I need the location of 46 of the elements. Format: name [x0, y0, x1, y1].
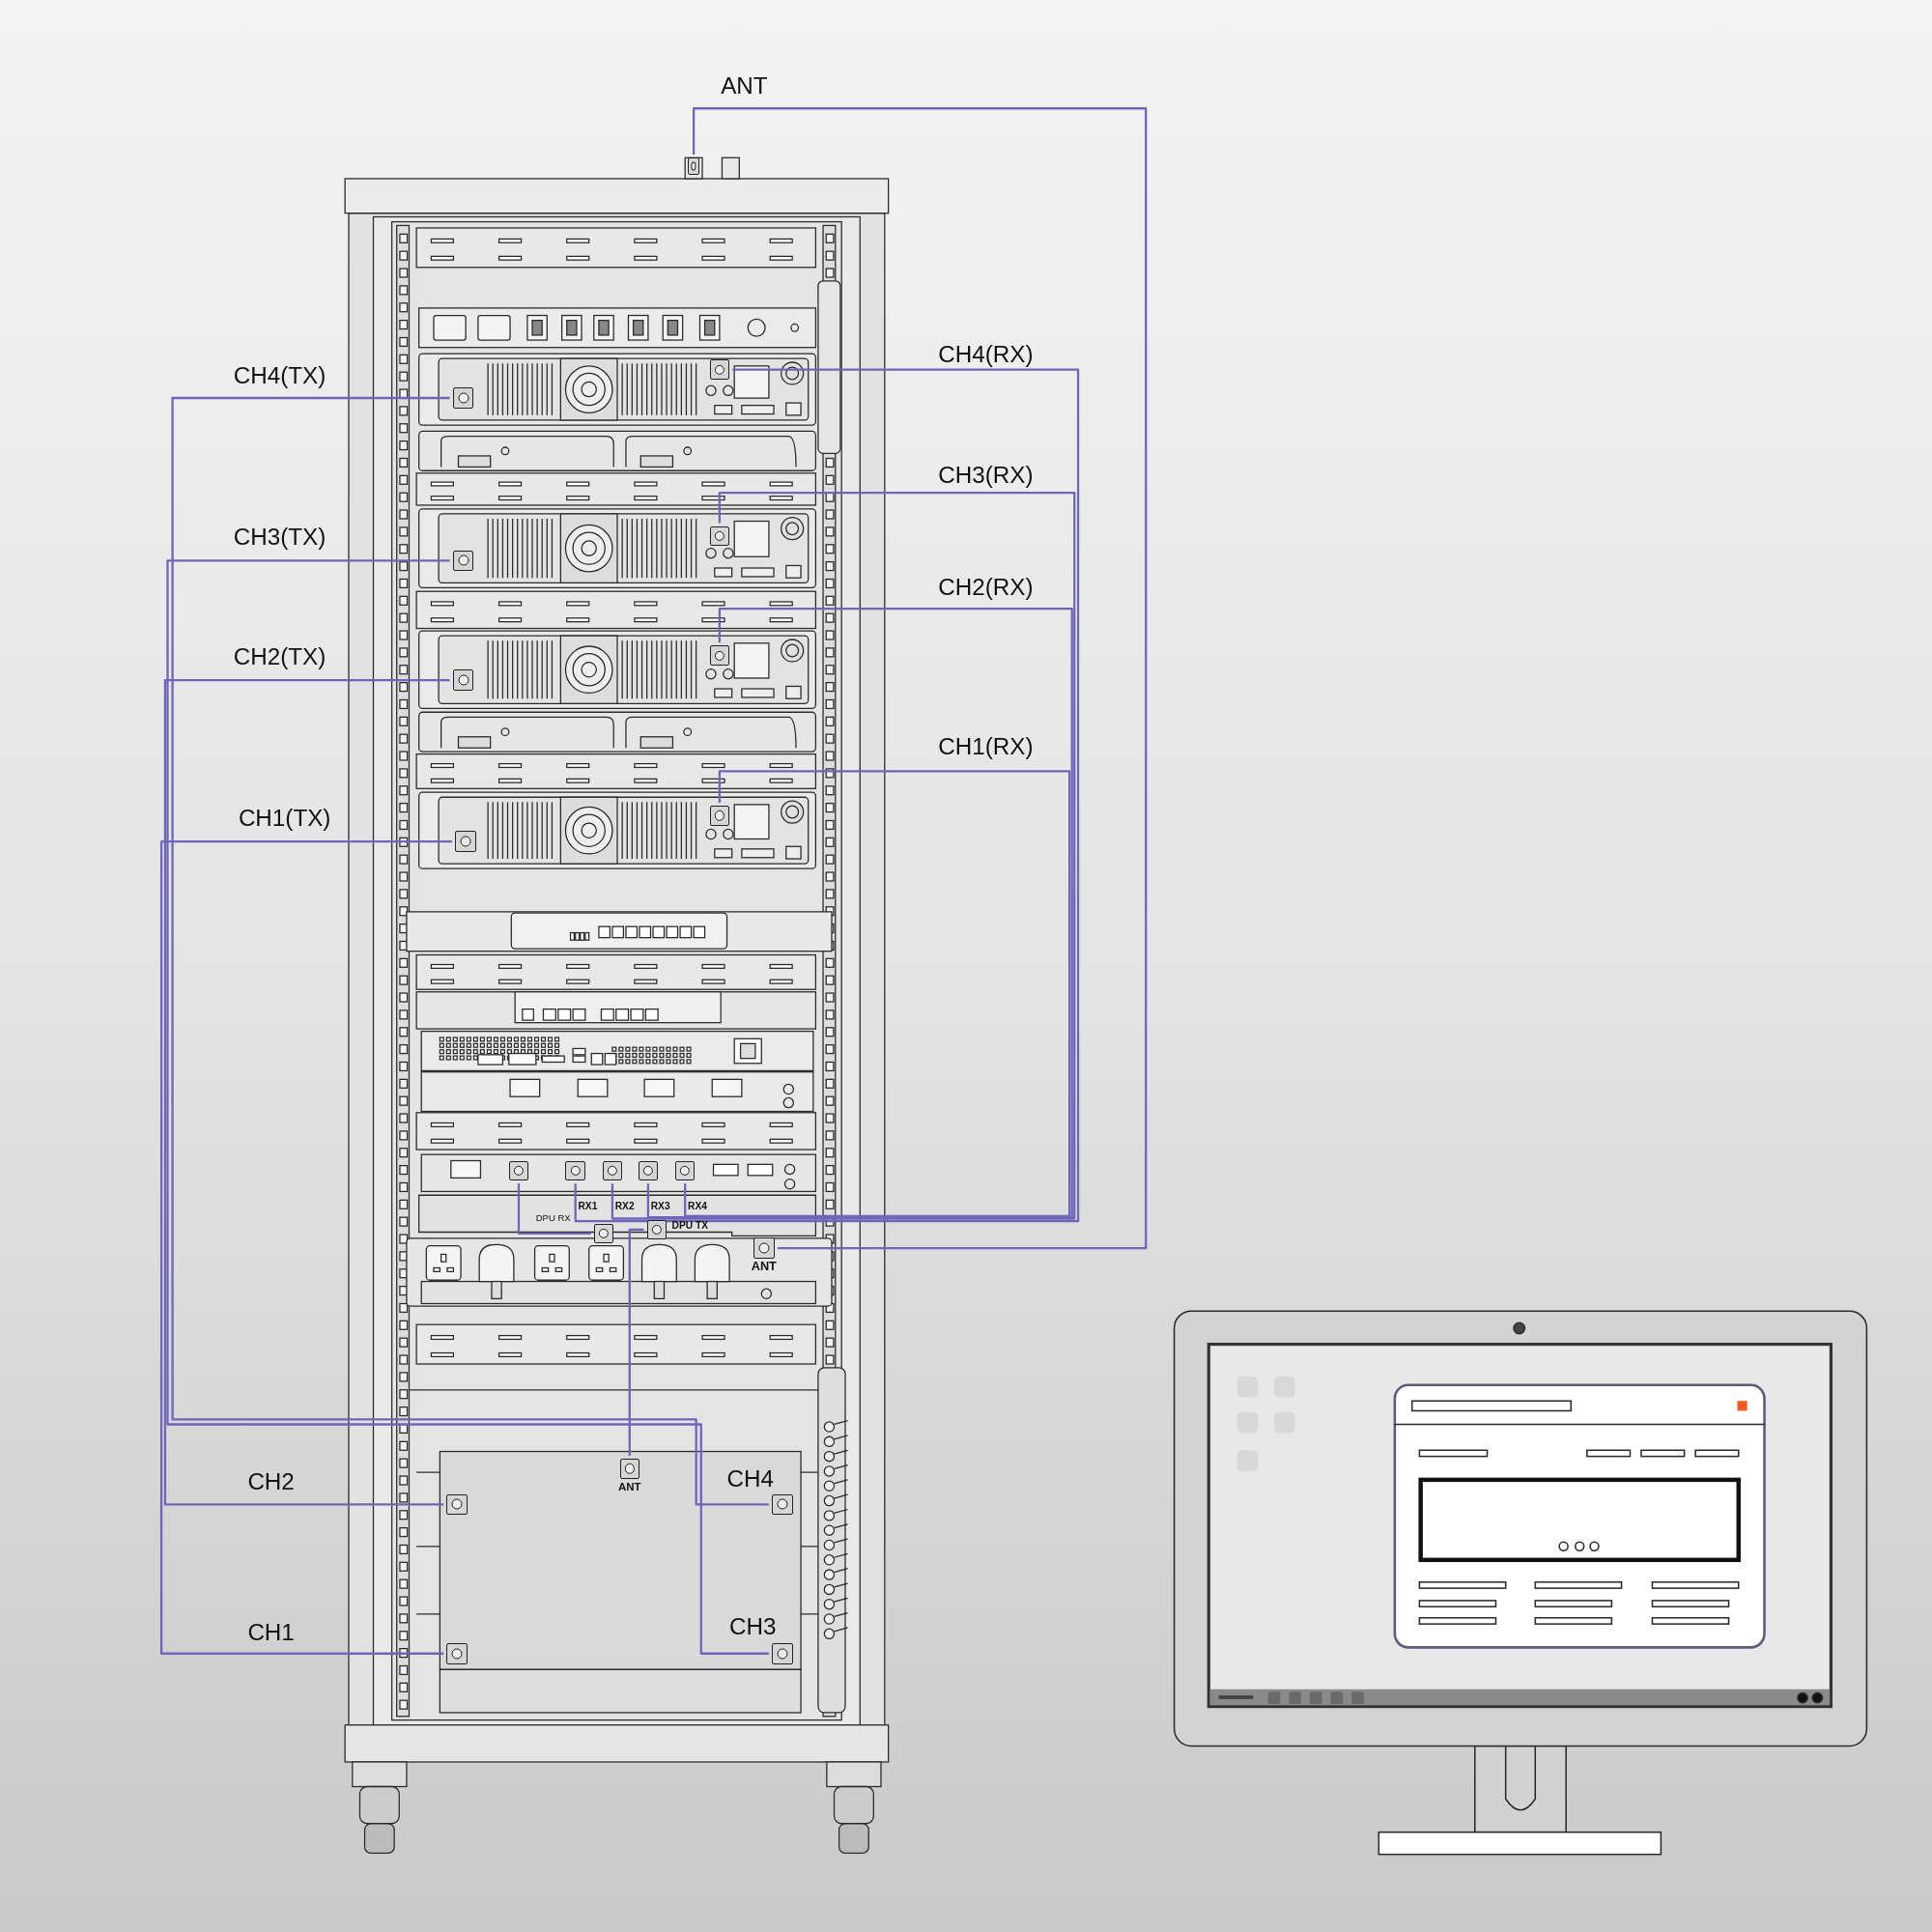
- channel-label: CH2: [247, 1470, 295, 1494]
- cable-line: [574, 368, 1080, 1223]
- channel-label: CH3(TX): [233, 526, 327, 550]
- cable-line: [646, 607, 1073, 1219]
- cable-line: [692, 107, 1148, 1250]
- cable-line: [159, 840, 453, 1655]
- cable-line: [611, 492, 1076, 1220]
- port-label: RX3: [650, 1201, 670, 1211]
- connector-port: [455, 831, 476, 852]
- cable-line: [628, 1228, 644, 1456]
- connector-port: [709, 359, 730, 380]
- connector-port: [452, 387, 474, 409]
- connector-port: [565, 1160, 585, 1180]
- channel-label: CH4(RX): [938, 343, 1034, 367]
- channel-label: CH1: [247, 1620, 295, 1645]
- cable-line: [163, 678, 450, 1506]
- connector-port: [772, 1493, 793, 1516]
- channel-label: CH4(TX): [233, 363, 327, 388]
- connector-port: [446, 1493, 469, 1516]
- connector-port: [772, 1642, 793, 1664]
- connector-port: [709, 645, 730, 666]
- cable-line: [684, 770, 1071, 1218]
- channel-label: CH1(RX): [938, 734, 1034, 759]
- connector-port: [619, 1459, 639, 1479]
- cable-line: [171, 396, 769, 1506]
- port-label: RX1: [578, 1201, 598, 1211]
- connector-port: [709, 806, 730, 826]
- port-label: RX4: [688, 1201, 707, 1211]
- connector-port: [753, 1237, 775, 1259]
- port-label: DPU RX: [535, 1213, 571, 1224]
- channel-label: CH1(TX): [238, 806, 331, 831]
- cable-line: [166, 559, 769, 1655]
- channel-label: CH3: [729, 1614, 777, 1638]
- connector-port: [452, 669, 474, 691]
- port-label: DPU TX: [671, 1221, 708, 1232]
- channel-label: ANT: [721, 74, 768, 99]
- channel-label: CH3(RX): [938, 464, 1034, 488]
- port-label: RX2: [614, 1201, 635, 1211]
- cable-line: [517, 1183, 591, 1235]
- channel-label: CH4: [726, 1466, 774, 1491]
- channel-label: CH2(TX): [233, 644, 327, 668]
- port-label: ANT: [618, 1481, 641, 1493]
- channel-label: CH2(RX): [938, 576, 1034, 600]
- port-label: ANT: [751, 1260, 777, 1273]
- connector-port: [688, 157, 699, 176]
- connector-port: [446, 1642, 469, 1664]
